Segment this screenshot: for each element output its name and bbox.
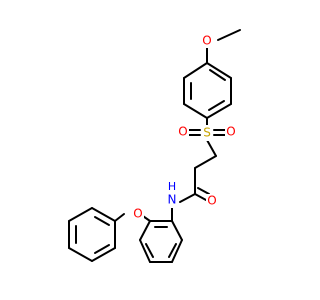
amide-hydrogen-label: H [168, 180, 176, 193]
atom-labels: O S O O O N H O [133, 34, 235, 221]
sulfonyl-group [188, 117, 226, 157]
phenoxy-ring [68, 207, 116, 262]
carbonyl-to-nitrogen-bond [179, 193, 196, 203]
sulfonyl-oxygen-right-label: O [226, 125, 235, 139]
ring-b-bond-4 [139, 239, 151, 263]
methyl-oxygen-bond [217, 29, 241, 41]
ring-a-bond-1 [206, 62, 232, 79]
methoxy-oxygen-label: O [202, 34, 211, 48]
ring-a-double-bond-1 [209, 69, 226, 81]
ring-a-bond-4 [183, 103, 208, 119]
amide-nitrogen-label: N [168, 193, 177, 207]
ring-b-bond-1 [171, 220, 183, 241]
chain-bond-1 [194, 155, 217, 169]
sulfur-to-chain-bond [206, 139, 217, 157]
ring-a-bond-3 [206, 103, 232, 119]
carbonyl-double-bond-1 [194, 193, 207, 201]
ring-b-bond-5 [139, 220, 151, 241]
ring-c-double-bond-1 [94, 216, 110, 226]
methoxyphenyl-ring [183, 62, 232, 119]
sulfonyl-sulfur-label: S [203, 126, 211, 140]
atom-label-backgrounds [132, 34, 237, 221]
sulfonyl-oxygen-left-label: O [178, 125, 187, 139]
lower-phenyl-ring [139, 207, 183, 263]
ring-b-double-bond-2 [145, 243, 154, 258]
ring-a-double-bond-2 [208, 100, 225, 111]
ether-oxygen-label: O [133, 207, 142, 221]
ring-c-bond-4 [68, 247, 93, 262]
ring-b-bond-2 [171, 239, 183, 263]
ring-c-bond-5 [91, 247, 116, 262]
carbonyl-double-bond-2 [197, 187, 210, 195]
carbonyl-oxygen-label: O [207, 194, 216, 208]
propanamide-chain [179, 155, 217, 203]
methoxy-group [206, 29, 241, 64]
ring-c-bond-1 [91, 207, 116, 222]
ring-b-double-bond-1 [168, 243, 177, 258]
molecule-structure-diagram: O S O O O N H O [68, 29, 241, 263]
ring-c-bond-2 [68, 207, 93, 222]
ether-to-phenyl-bond [114, 213, 125, 222]
molecule-canvas: O S O O O N H O [68, 29, 241, 263]
ring-a-bond-6 [183, 62, 208, 79]
ring-c-double-bond-3 [94, 244, 110, 254]
